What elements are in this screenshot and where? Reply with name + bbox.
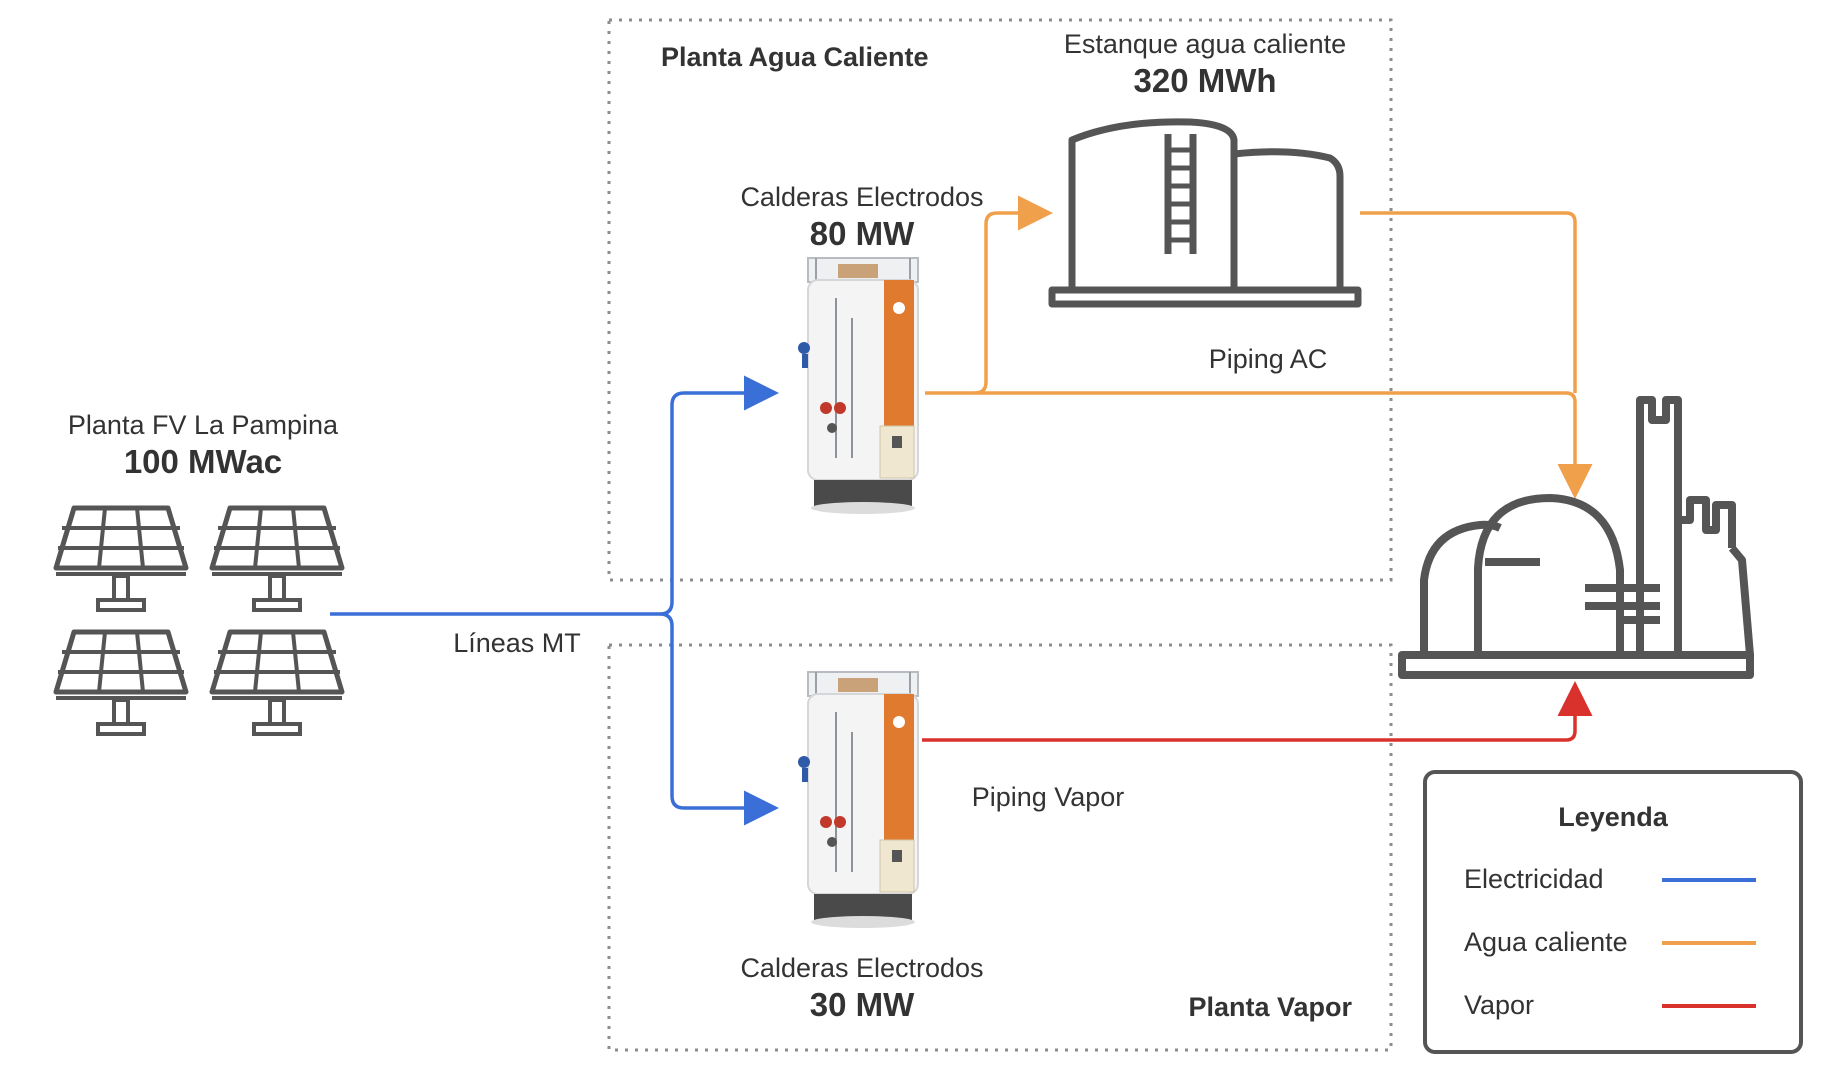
hot-water-plant-title: Planta Agua Caliente	[661, 42, 929, 72]
solar-panel-icon	[56, 632, 186, 734]
pv-plant-name: Planta FV La Pampina	[68, 410, 339, 440]
legend: Leyenda Electricidad Agua caliente Vapor	[1423, 770, 1803, 1054]
steam-plant-title: Planta Vapor	[1188, 992, 1352, 1022]
hot-water-tank-icon	[1048, 118, 1362, 308]
legend-label-electricity: Electricidad	[1464, 864, 1604, 894]
piping-ac-label: Piping AC	[1209, 344, 1328, 374]
legend-label-steam: Vapor	[1464, 990, 1534, 1020]
boiler-80mw-name: Calderas Electrodos	[740, 182, 983, 212]
solar-panel-icon	[56, 508, 186, 610]
pv-plant-capacity: 100 MWac	[124, 443, 282, 480]
boiler-80mw-icon	[797, 257, 919, 515]
piping-vapor-label: Piping Vapor	[972, 782, 1125, 812]
mt-lines-label: Líneas MT	[453, 628, 581, 658]
hot-water-plant-boundary	[607, 18, 1393, 582]
solar-panel-icon	[212, 632, 342, 734]
legend-label-hot-water: Agua caliente	[1464, 927, 1628, 957]
boiler-30mw-capacity: 30 MW	[810, 986, 915, 1023]
solar-panel-icon	[212, 508, 342, 610]
steam-plant-boundary	[607, 643, 1393, 1052]
legend-title: Leyenda	[1558, 802, 1669, 832]
hot-water-piping	[925, 195, 1593, 499]
boiler-80mw-capacity: 80 MW	[810, 215, 915, 252]
electricity-lines	[330, 375, 779, 826]
tank-capacity: 320 MWh	[1133, 62, 1276, 99]
steam-piping	[922, 681, 1593, 742]
tank-name: Estanque agua caliente	[1064, 29, 1346, 59]
boiler-30mw-name: Calderas Electrodos	[740, 953, 983, 983]
boiler-30mw-icon	[797, 671, 919, 929]
industrial-plant-icon	[1398, 396, 1754, 679]
legend-box	[1423, 770, 1803, 1054]
